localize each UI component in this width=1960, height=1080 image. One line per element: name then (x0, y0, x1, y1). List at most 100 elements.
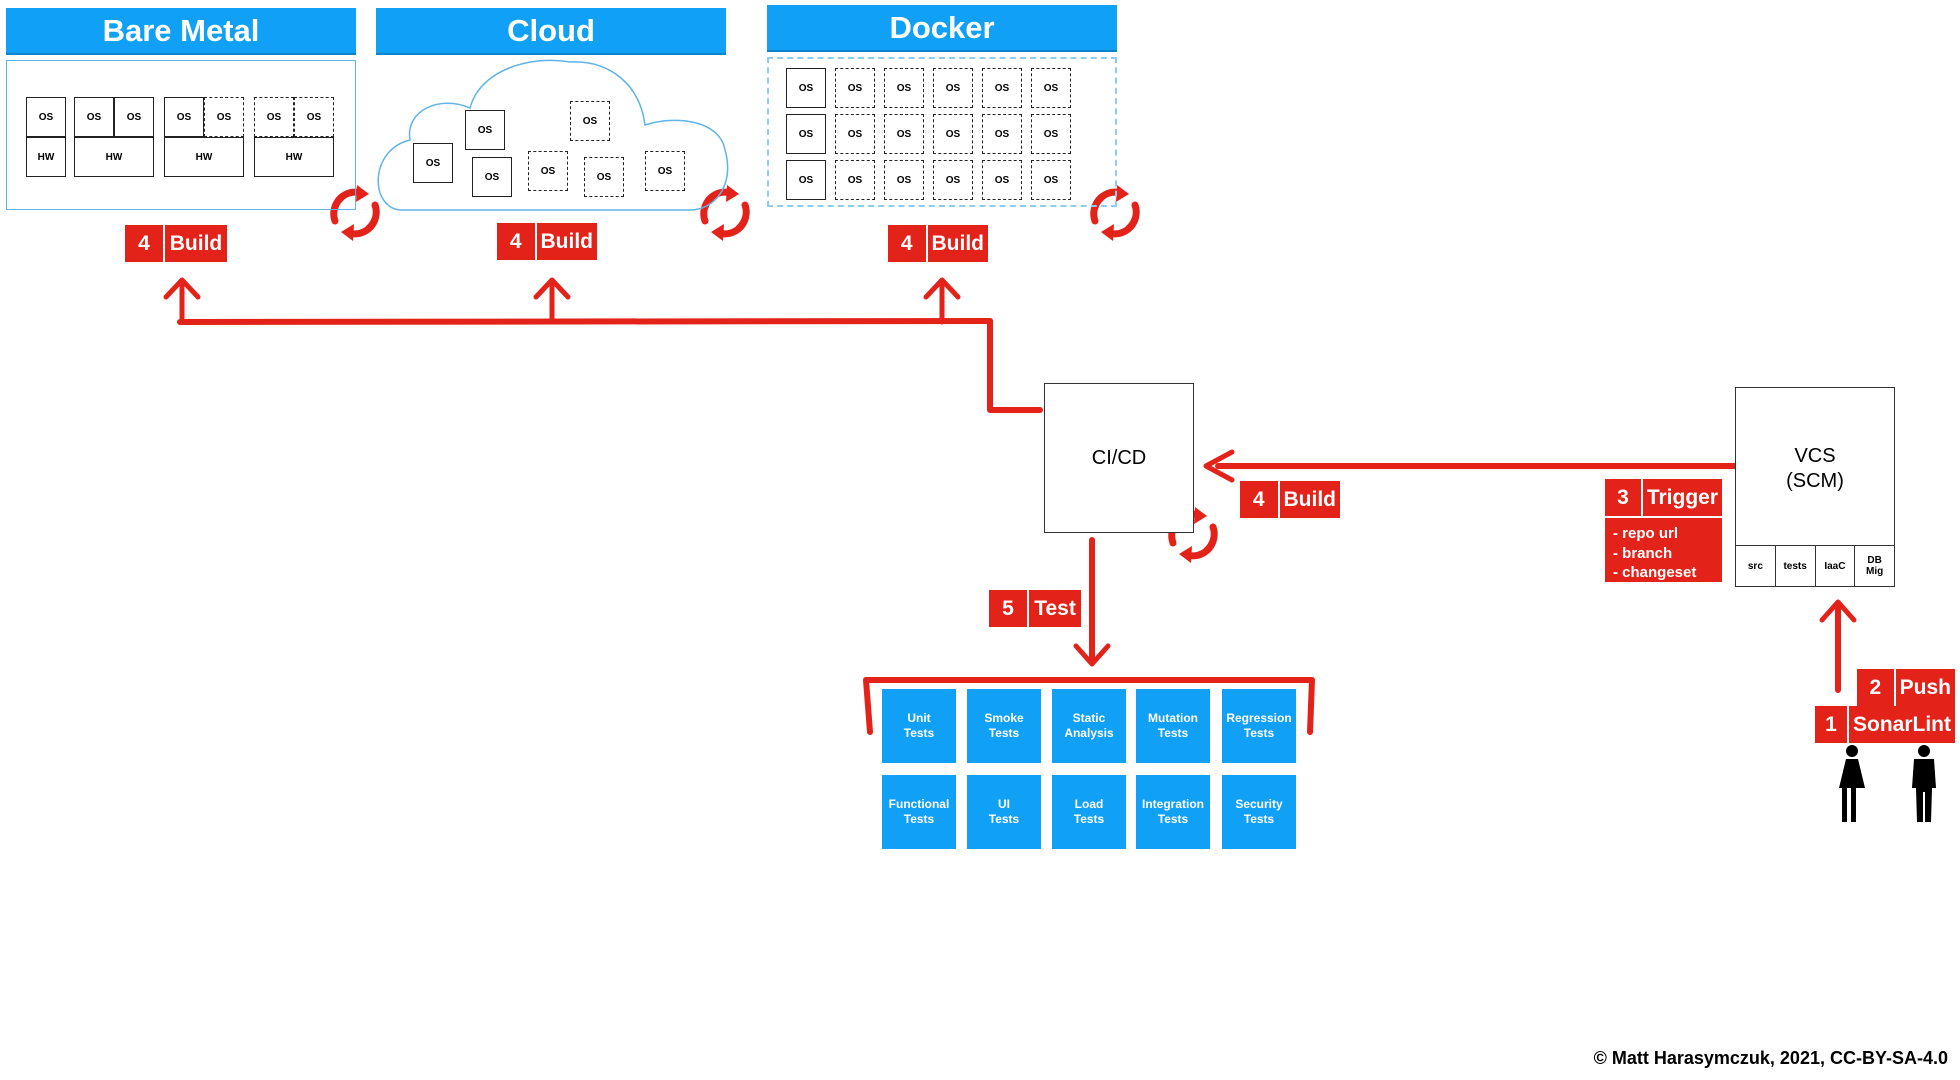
os-instance: OS (472, 157, 512, 197)
container-instance: OS (1031, 160, 1071, 200)
test-tile-line1: Security (1235, 797, 1283, 811)
os-instance-virtual: OS (204, 97, 244, 137)
os-instance: OS (786, 160, 826, 200)
step-label: Push (1899, 675, 1951, 699)
arrow-left-icon (1203, 449, 1235, 483)
cicd-to-bus-line (987, 318, 1043, 413)
arrow-up-icon (923, 277, 961, 300)
vcs-label: VCS (1794, 445, 1836, 467)
bare-metal-title-text: Bare Metal (102, 12, 260, 48)
container-instance: OS (1031, 114, 1071, 154)
cloud-title: Cloud (376, 8, 726, 55)
container-instance: OS (835, 68, 875, 108)
cloud-outline (377, 59, 729, 211)
cicd-node: CI/CD (1044, 383, 1194, 533)
hardware-block: HW (26, 137, 66, 177)
step-number: 4 (497, 223, 537, 260)
refresh-cycle-icon (700, 185, 750, 241)
os-instance-virtual: OS (528, 151, 568, 191)
os-instance: OS (74, 97, 114, 137)
hardware-block: HW (74, 137, 154, 177)
os-instance-virtual: OS (584, 157, 624, 197)
hardware-block: HW (164, 137, 244, 177)
container-instance: OS (933, 114, 973, 154)
step-sonarlint: 1 SonarLint (1815, 706, 1955, 743)
container-instance: OS (884, 114, 924, 154)
test-tile-line2: Tests (1243, 726, 1275, 740)
step-build-cloud: 4 Build (497, 223, 597, 260)
test-tile-line2: Tests (1243, 812, 1275, 826)
step-label: Build (931, 231, 985, 255)
test-tile-line2: Tests (903, 812, 935, 826)
test-tile-line1: Smoke (984, 711, 1024, 725)
container-instance: OS (1031, 68, 1071, 108)
vcs-section-src: src (1736, 546, 1776, 586)
test-tile-line2: Tests (1157, 726, 1189, 740)
step-label: SonarLint (1853, 712, 1951, 736)
os-instance: OS (413, 143, 453, 183)
arrow-up-icon (163, 277, 201, 300)
test-tile-line1: Regression (1226, 711, 1292, 725)
step-number: 4 (1240, 481, 1280, 518)
hardware-block: HW (254, 137, 334, 177)
step-label: Build (169, 231, 223, 255)
test-tile-line1: Functional (888, 797, 950, 811)
test-tile-line1: Integration (1142, 797, 1204, 811)
cicd-label: CI/CD (1091, 446, 1147, 469)
os-instance: OS (164, 97, 204, 137)
step-build-docker: 4 Build (888, 225, 988, 262)
trigger-notes: - repo url - branch - changeset (1605, 518, 1722, 582)
os-instance-virtual: OS (645, 151, 685, 191)
step-test: 5 Test (989, 590, 1081, 627)
arrow-up-icon (533, 277, 571, 300)
step-build-cicd: 4 Build (1240, 481, 1340, 518)
container-instance: OS (884, 68, 924, 108)
test-tile-line2: Tests (1157, 812, 1189, 826)
os-instance-virtual: OS (570, 101, 610, 141)
test-tile-line1: Unit (907, 711, 931, 725)
step-number: 5 (989, 590, 1029, 627)
docker-title: Docker (767, 5, 1117, 52)
container-instance: OS (982, 160, 1022, 200)
os-instance-virtual: OS (254, 97, 294, 137)
os-instance: OS (26, 97, 66, 137)
container-instance: OS (884, 160, 924, 200)
woman-icon (1839, 745, 1865, 822)
step-build-bare-metal: 4 Build (125, 225, 227, 262)
step-trigger: 3 Trigger (1605, 479, 1722, 516)
step-number: 3 (1605, 479, 1643, 516)
step-number: 1 (1815, 706, 1849, 743)
cloud-title-text: Cloud (507, 12, 595, 48)
os-instance-virtual: OS (294, 97, 334, 137)
docker-box (767, 57, 1117, 207)
test-tile-line1: Load (1074, 797, 1104, 811)
trigger-note: - branch (1613, 544, 1673, 562)
step-label: Trigger (1646, 485, 1718, 509)
test-tile-line2: Tests (903, 726, 935, 740)
arrow-down-icon (1073, 643, 1111, 667)
test-tile-line1: Static (1072, 711, 1106, 725)
container-instance: OS (835, 160, 875, 200)
container-instance: OS (835, 114, 875, 154)
copyright-notice: © Matt Harasymczuk, 2021, CC-BY-SA-4.0 (1593, 1048, 1948, 1068)
step-push: 2 Push (1857, 669, 1955, 706)
test-tile-line2: Tests (988, 812, 1020, 826)
step-label: Build (1283, 487, 1337, 511)
os-instance: OS (114, 97, 154, 137)
os-instance: OS (786, 68, 826, 108)
step-number: 4 (888, 225, 928, 262)
bare-metal-box (6, 60, 356, 210)
step-label: Test (1034, 596, 1076, 620)
container-instance: OS (982, 68, 1022, 108)
test-tile-line2: Analysis (1064, 726, 1114, 740)
